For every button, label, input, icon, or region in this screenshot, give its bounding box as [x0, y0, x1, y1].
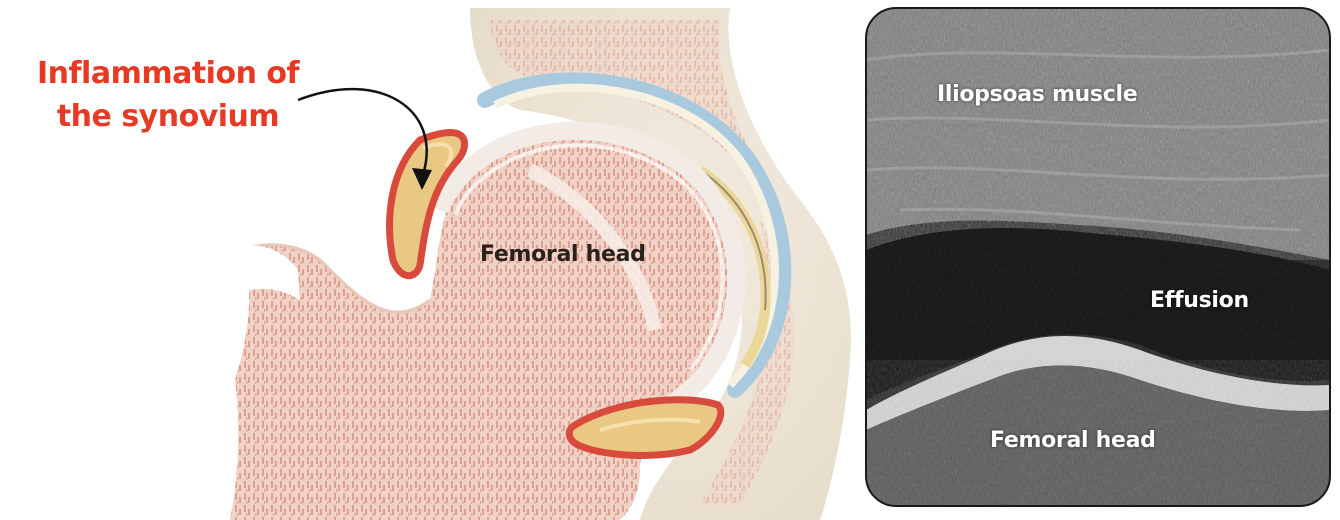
femoral-head-label: Femoral head — [480, 242, 646, 267]
ultrasound-femoral-head-label: Femoral head — [990, 428, 1156, 453]
callout-line-2: the synovium — [18, 95, 318, 138]
iliopsoas-muscle-label: Iliopsoas muscle — [937, 82, 1137, 107]
callout-line-1: Inflammation of — [18, 52, 318, 95]
synovium-callout: Inflammation of the synovium — [18, 52, 318, 138]
effusion-label: Effusion — [1150, 288, 1249, 313]
femur-bone — [225, 124, 736, 520]
